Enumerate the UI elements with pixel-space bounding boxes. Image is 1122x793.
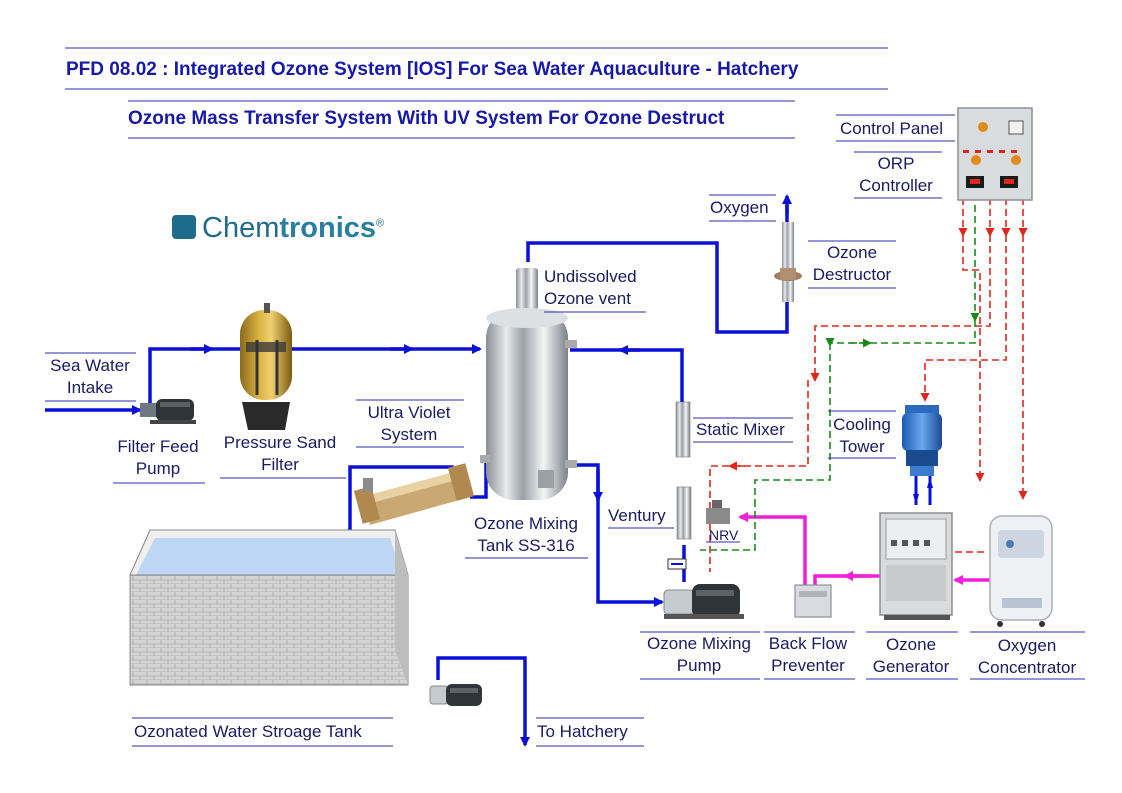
logo-icon bbox=[172, 215, 196, 239]
ozone-destructor-label-line2: Destructor bbox=[812, 265, 892, 284]
sea-water-label-line1: Sea Water bbox=[50, 356, 130, 375]
orp-controller-label: ORP Controller bbox=[850, 153, 942, 197]
uv-tank-link-line bbox=[470, 460, 488, 499]
cooling-tower bbox=[902, 405, 942, 505]
filter-pump-to-header-line bbox=[148, 344, 482, 408]
ozone-destructor bbox=[774, 222, 802, 302]
transfer-pump bbox=[429, 684, 482, 706]
ozone-mixing-tank bbox=[480, 268, 577, 500]
diagram-title: PFD 08.02 : Integrated Ozone System [IOS… bbox=[66, 59, 799, 80]
ozone-generator-label-line1: Ozone bbox=[885, 635, 937, 654]
uv-system-label-line1: Ultra Violet bbox=[367, 403, 451, 422]
uv-reactor bbox=[353, 463, 475, 525]
cooling-tower-label-line1: Cooling bbox=[833, 415, 891, 434]
filter-feed-pump bbox=[140, 399, 196, 424]
logo-text-a: Chem bbox=[202, 212, 280, 244]
to-hatchery-label: To Hatchery bbox=[537, 722, 628, 741]
ozone-mixing-pump-label-line1: Ozone Mixing bbox=[647, 634, 751, 653]
filter-feed-pump-label-line1: Filter Feed bbox=[117, 437, 199, 456]
uv-system-label-line2: System bbox=[380, 425, 438, 444]
orp-controller-label-line2: Controller bbox=[859, 176, 933, 195]
ozone-generator-label-line2: Generator bbox=[872, 657, 950, 676]
undissolved-vent-label-line2: Ozone vent bbox=[544, 289, 631, 308]
control-panel-label: Control Panel bbox=[840, 119, 944, 138]
filter-feed-pump-label-line2: Pump bbox=[135, 459, 181, 478]
pressure-sand-filter-label-line2: Filter bbox=[261, 455, 299, 474]
nrv-label: NRV bbox=[709, 527, 739, 543]
tank-outlet-line bbox=[436, 656, 530, 747]
backflow-to-nrv-line bbox=[738, 512, 807, 585]
oxygen-concentrator bbox=[989, 515, 1053, 627]
ozonated-water-storage-tank bbox=[129, 529, 409, 686]
ozone-mixing-pump-label-line2: Pump bbox=[676, 656, 722, 675]
diagram-subtitle: Ozone Mass Transfer System With UV Syste… bbox=[128, 108, 725, 129]
chemtronics-logo: Chemtronics® bbox=[172, 212, 384, 245]
nrv-valve-icon bbox=[706, 500, 730, 524]
ozone-destructor-label-line1: Ozone bbox=[826, 243, 878, 262]
static-mixer bbox=[675, 401, 691, 458]
recirculation-line bbox=[570, 348, 684, 408]
ozone-generator bbox=[879, 512, 953, 620]
undissolved-vent-line bbox=[526, 205, 789, 334]
undissolved-vent-label-line1: Undissolved bbox=[544, 267, 637, 286]
control-signal-lines bbox=[700, 198, 1028, 572]
orp-controller-label-line1: ORP bbox=[877, 154, 915, 173]
pressure-sand-filter bbox=[240, 303, 292, 430]
oxygen-vent-label: Oxygen bbox=[710, 198, 769, 217]
sea-water-label-line2: Intake bbox=[66, 378, 114, 397]
static-mixer-label: Static Mixer bbox=[696, 420, 785, 439]
storage-tank-label: Ozonated Water Stroage Tank bbox=[134, 722, 362, 741]
tank-to-mixing-pump-line bbox=[570, 463, 664, 607]
logo-text-b: tronics bbox=[279, 212, 377, 244]
oxygen-concentrator-label-line2: Concentrator bbox=[977, 658, 1077, 677]
oxygen-concentrator-label-line1: Oxygen bbox=[997, 636, 1057, 655]
control-panel bbox=[957, 107, 1033, 201]
back-flow-preventer-label-line2: Preventer bbox=[771, 656, 845, 675]
back-flow-preventer-label-line1: Back Flow bbox=[768, 634, 848, 653]
cooling-tower-label-line2: Tower bbox=[839, 437, 885, 456]
logo-mark: ® bbox=[376, 217, 385, 230]
ozone-mixing-tank-label-line1: Ozone Mixing bbox=[474, 514, 578, 533]
label-underlines bbox=[45, 47, 1085, 747]
ozone-mixing-tank-label-line2: Tank SS-316 bbox=[477, 536, 575, 555]
back-flow-preventer bbox=[794, 584, 832, 618]
ozone-mixing-pump bbox=[663, 584, 744, 619]
venturi-label: Ventury bbox=[608, 506, 666, 525]
venturi-injector bbox=[667, 486, 692, 570]
pressure-sand-filter-label-line1: Pressure Sand bbox=[223, 433, 337, 452]
ozone-gas-lines bbox=[738, 512, 990, 585]
